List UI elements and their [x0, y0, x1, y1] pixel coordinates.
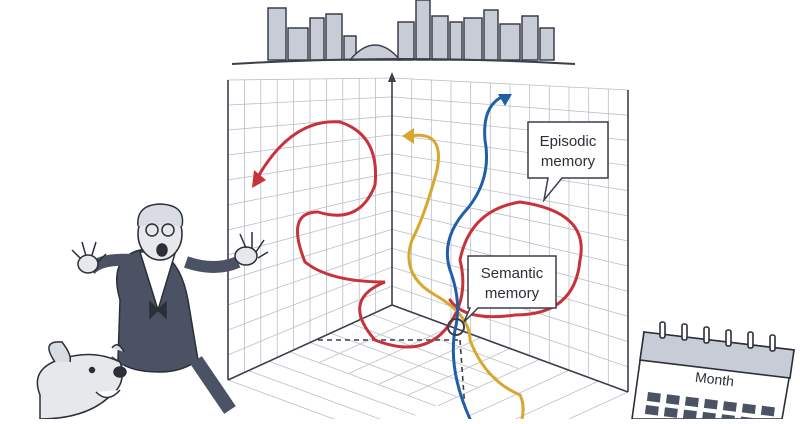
calendar-day-cell — [723, 401, 737, 412]
episodic-label-line1: Episodic — [540, 133, 597, 150]
calendar-day-cell — [664, 407, 678, 418]
semantic-label-line1: Semantic — [481, 265, 544, 282]
grid-line — [310, 343, 456, 397]
calendar-icon: Month — [632, 322, 794, 419]
grid-line — [526, 392, 628, 419]
grid-line — [269, 361, 415, 415]
calendar-day-cell — [704, 399, 718, 410]
dog-icon — [37, 342, 126, 419]
axis-arrow-icon — [388, 72, 396, 82]
calendar-day-cell — [761, 406, 775, 417]
calendar-day-cell — [647, 392, 661, 403]
grid-line — [349, 327, 451, 374]
calendar-day-cell — [683, 410, 697, 419]
grid-line — [372, 314, 518, 368]
calendar-day-cell — [666, 394, 680, 405]
grid-line — [249, 371, 395, 419]
calendar-day-cell — [742, 404, 756, 415]
episodic-callout: Episodic memory — [528, 122, 608, 200]
grid-line — [290, 352, 436, 406]
grid-line — [320, 316, 422, 363]
grid-line — [497, 381, 599, 419]
calendar-day-cell — [645, 405, 659, 416]
semantic-label-line2: memory — [485, 285, 540, 302]
grid-line — [228, 380, 374, 419]
semantic-yellow-arrow-icon — [402, 128, 414, 144]
city-skyline-icon — [232, 0, 575, 64]
episodic-label-line2: memory — [541, 153, 596, 170]
calendar-day-cell — [685, 397, 699, 408]
